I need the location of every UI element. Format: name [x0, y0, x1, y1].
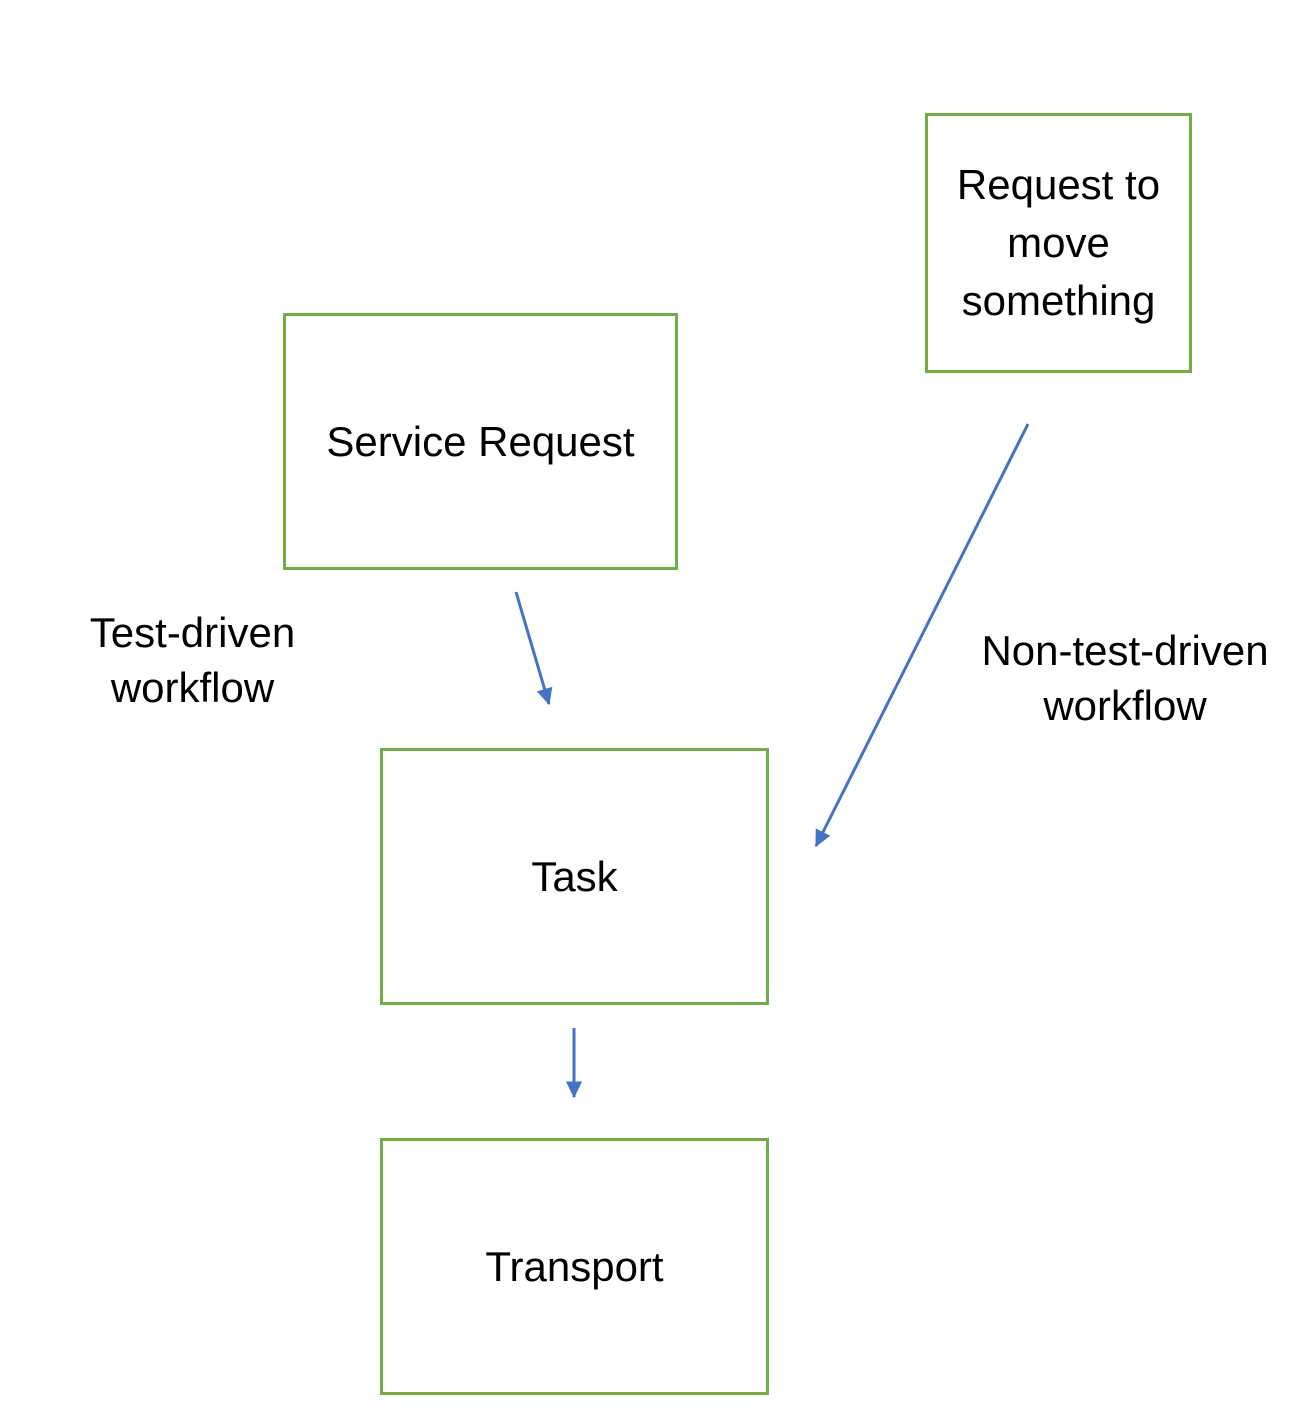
- node-task[interactable]: Task: [380, 748, 769, 1005]
- node-label-transport: Transport: [485, 1242, 664, 1290]
- edge-service-request-to-task: [514, 591, 553, 706]
- node-request-to-move-something[interactable]: Request to move something: [925, 113, 1192, 373]
- node-label-request-to-move-something: Request to move something: [956, 161, 1161, 324]
- node-service-request[interactable]: Service Request: [283, 313, 678, 570]
- annotation-test-driven-workflow: Test-driven workflow: [89, 609, 296, 711]
- annotation-non-test-driven-workflow: Non-test-driven workflow: [981, 627, 1269, 729]
- node-label-service-request: Service Request: [326, 417, 635, 465]
- node-transport[interactable]: Transport: [380, 1138, 769, 1395]
- node-label-task: Task: [531, 852, 618, 900]
